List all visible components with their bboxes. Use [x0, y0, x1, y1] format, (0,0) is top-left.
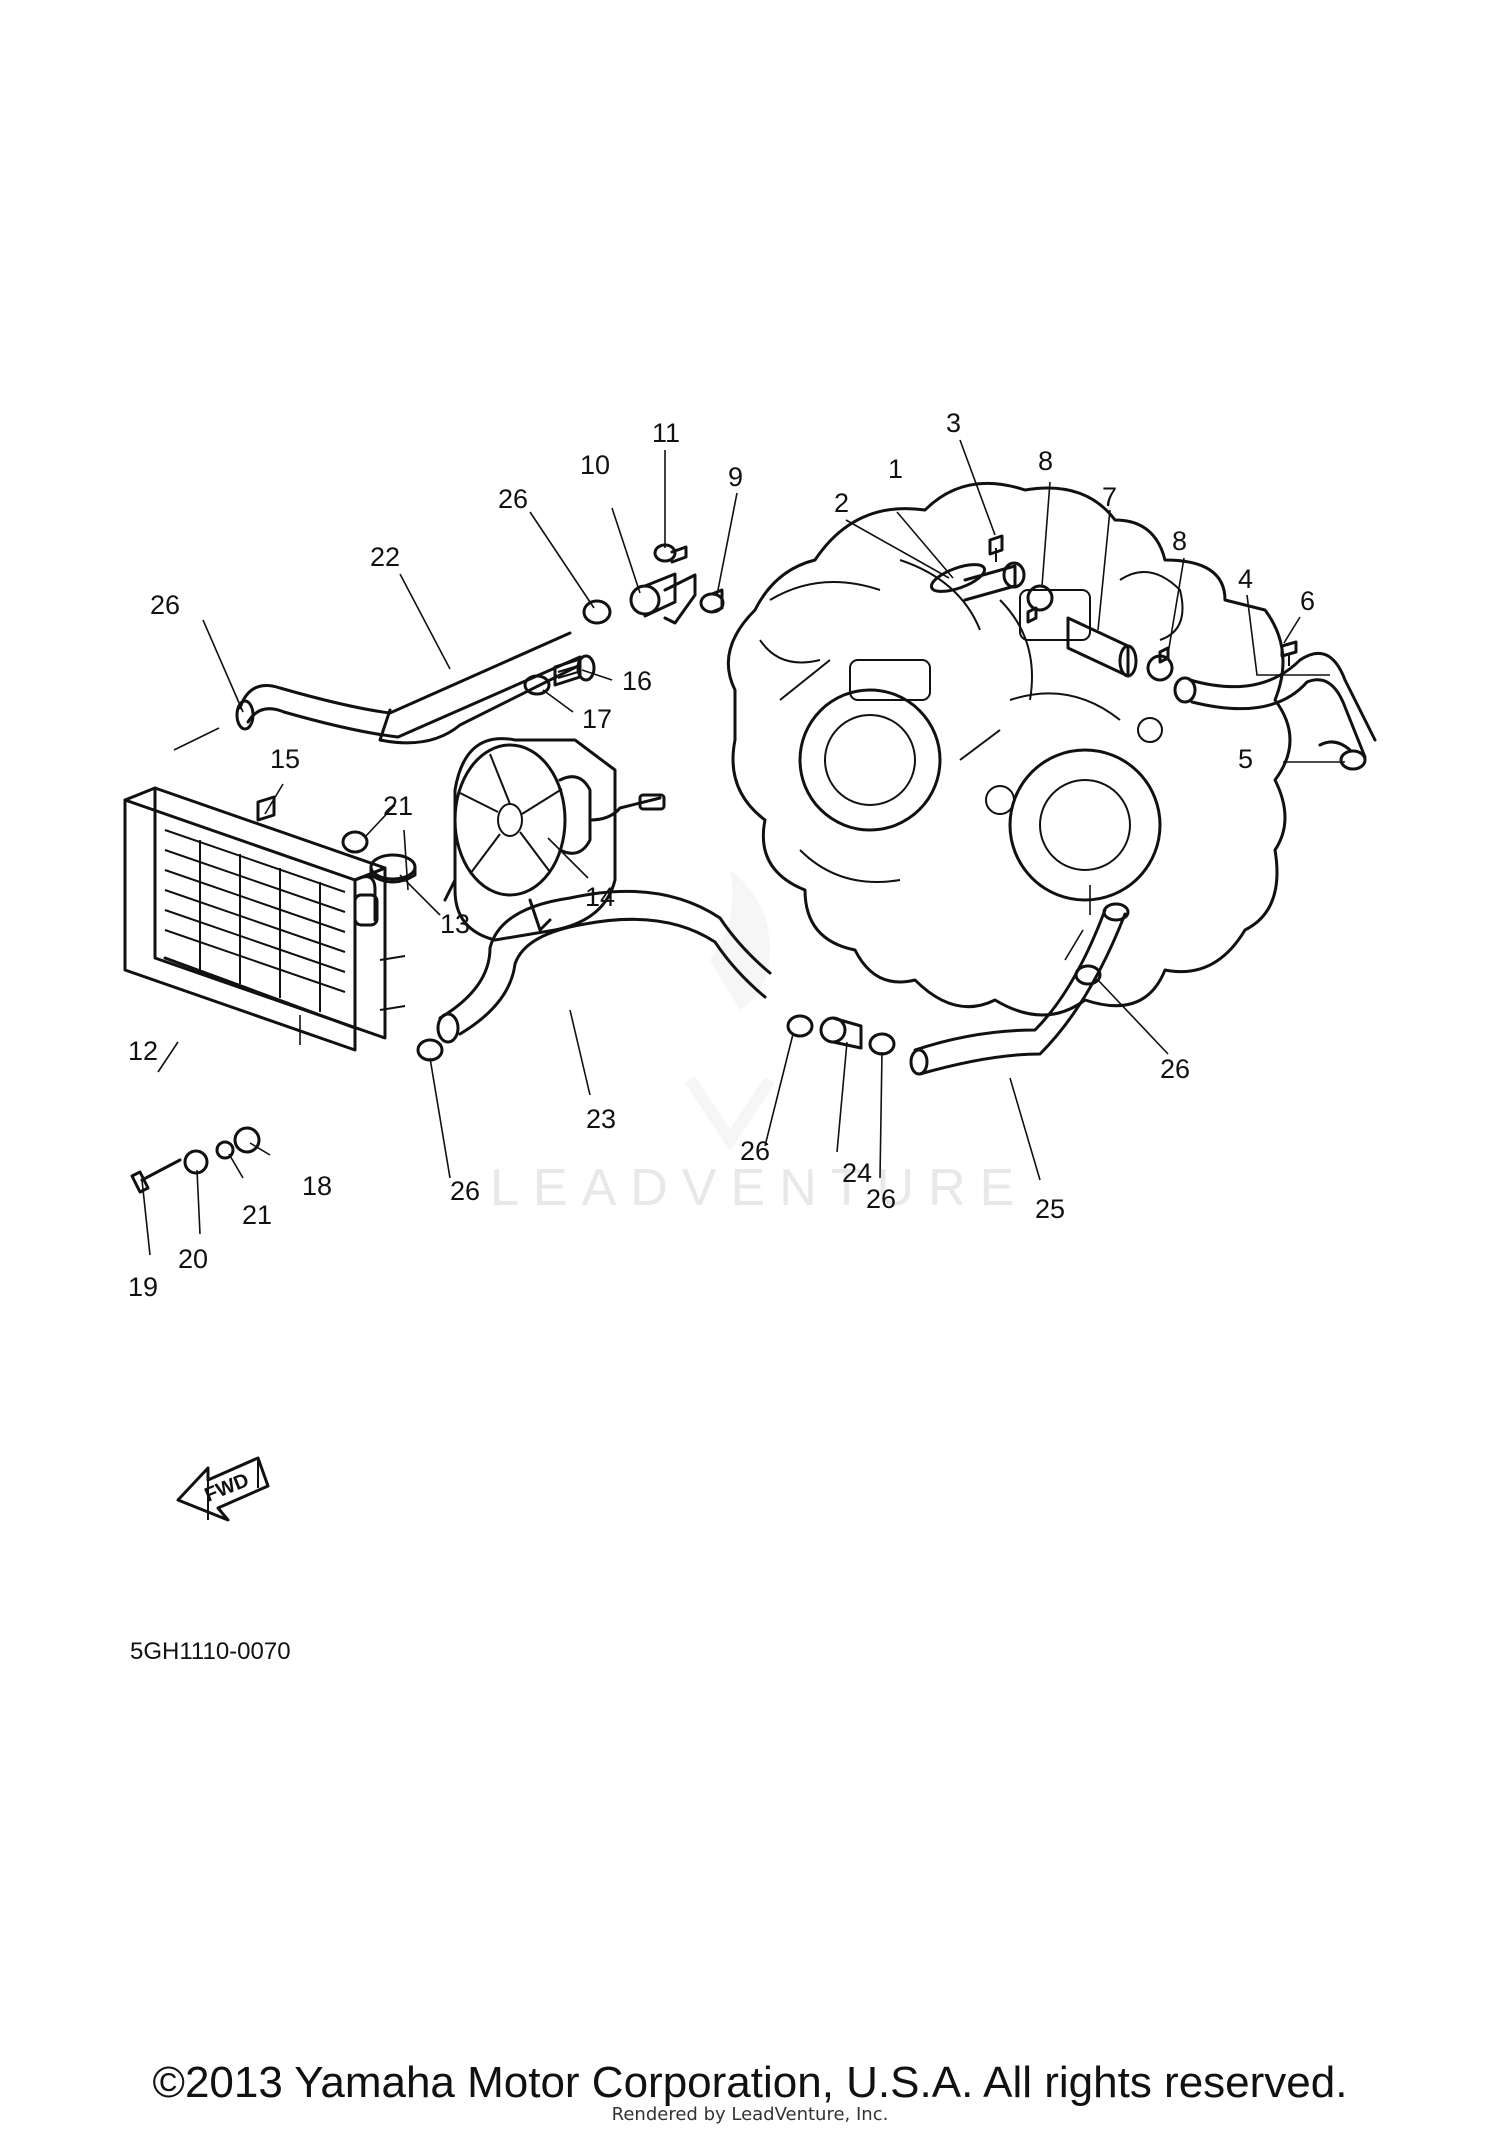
callout-24: 24 [842, 1158, 872, 1188]
callout-4: 4 [1238, 564, 1253, 594]
callout-10: 10 [580, 450, 610, 480]
hose-25 [909, 902, 1130, 1076]
watermark-logo [685, 870, 775, 1151]
radiator [123, 786, 406, 1052]
callout-15: 15 [270, 744, 300, 774]
callout-26-e: 26 [866, 1184, 896, 1214]
callout-9: 9 [728, 462, 743, 492]
thermostat-housing [629, 543, 697, 625]
clamp-26-joint [868, 1032, 896, 1056]
pipe-4 [1173, 651, 1377, 759]
hose-23 [436, 889, 772, 1044]
clamp-8-left [1026, 584, 1054, 612]
callout-26-a: 26 [498, 484, 528, 514]
bolt-19 [130, 1158, 182, 1194]
clamp-26-upper [582, 599, 612, 625]
callout-22: 22 [370, 542, 400, 572]
clamp-26-lower-left [416, 1038, 444, 1062]
watermark-text: LEADVENTURE [490, 1159, 1028, 1217]
collar-21-lower [215, 1140, 235, 1160]
clamp-26-right [1074, 964, 1102, 986]
callout-26-d: 26 [740, 1136, 770, 1166]
joint-24 [819, 1016, 863, 1050]
radiator-cap [369, 853, 417, 884]
grommet-21-upper [341, 830, 369, 854]
bracket-15 [256, 795, 276, 822]
callout-5: 5 [1238, 744, 1253, 774]
callout-3: 3 [946, 408, 961, 438]
oring-5 [1339, 749, 1367, 771]
engine-block [726, 481, 1292, 1017]
callout-13: 13 [440, 909, 470, 939]
callout-19: 19 [128, 1272, 158, 1302]
callout-25: 25 [1035, 1194, 1065, 1224]
callout-26-f: 26 [1160, 1054, 1190, 1084]
thermostat-9 [699, 588, 725, 614]
washer-20 [183, 1149, 209, 1175]
callout-26-c: 26 [450, 1176, 480, 1206]
leader-lines [141, 439, 1345, 1256]
callout-26-b: 26 [150, 590, 180, 620]
pipe-7 [1066, 616, 1138, 678]
diagram-code: 5GH1110-0070 [130, 1638, 291, 1665]
callout-16: 16 [622, 666, 652, 696]
callout-12: 12 [128, 1036, 158, 1066]
callout-labels: 1 2 3 4 5 6 7 8 8 9 10 11 12 13 14 15 16… [128, 408, 1315, 1302]
callout-18: 18 [302, 1171, 332, 1201]
callout-7: 7 [1102, 482, 1117, 512]
clamp-8-screw-left [1026, 606, 1038, 624]
callout-8-left: 8 [1038, 446, 1053, 476]
callout-21-lower: 21 [242, 1200, 272, 1230]
copyright-notice: ©2013 Yamaha Motor Corporation, U.S.A. A… [152, 2058, 1348, 2107]
callout-11: 11 [652, 418, 680, 448]
clamp-8-screw-right [1158, 646, 1170, 664]
fwd-arrow-icon: FWD [176, 1456, 270, 1522]
callout-1: 1 [888, 454, 903, 484]
callout-23: 23 [586, 1104, 616, 1134]
bolt-3 [988, 534, 1004, 562]
clamp-26-mid [786, 1014, 814, 1038]
pipe-1 [929, 561, 1026, 602]
callout-6: 6 [1300, 586, 1315, 616]
callout-2: 2 [834, 488, 849, 518]
bolt-6 [1280, 640, 1298, 666]
rendered-by-note: Rendered by LeadVenture, Inc. [611, 2104, 889, 2125]
callout-21-upper: 21 [383, 791, 413, 821]
callout-20: 20 [178, 1244, 208, 1274]
fan-assembly [443, 737, 666, 942]
callout-8-right: 8 [1172, 526, 1187, 556]
callout-14: 14 [585, 882, 615, 912]
hose-22 [235, 631, 582, 745]
callout-17: 17 [582, 704, 612, 734]
grommet-18 [233, 1126, 261, 1154]
